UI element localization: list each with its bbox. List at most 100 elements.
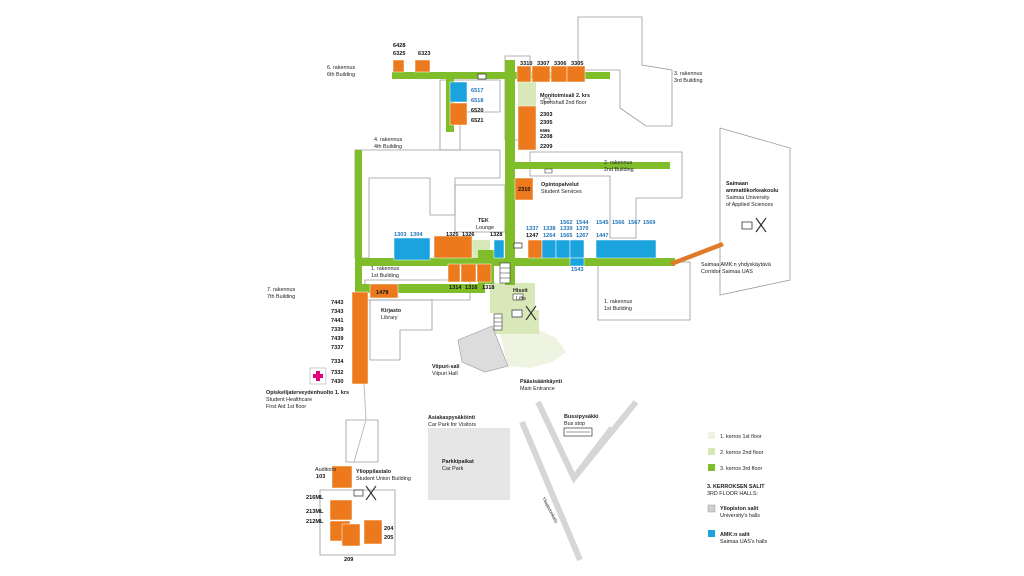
services-fi: Opintopalvelut — [541, 182, 579, 188]
room-label: 1247 — [526, 233, 538, 239]
room-label: 1264 — [543, 233, 556, 239]
room-label: 216ML — [306, 495, 324, 501]
room-label: 2209 — [540, 144, 552, 150]
cafe-icon — [513, 242, 523, 249]
tek-en: Lounge — [476, 225, 494, 231]
legend-swatch-uas — [708, 530, 715, 537]
tek-fi: TEK — [478, 218, 489, 224]
carpark-fi: Parkkipaikat — [442, 459, 474, 465]
room-label: 1447 — [596, 233, 608, 239]
room-label: 1543 — [571, 267, 583, 273]
room-label: 2208 — [540, 134, 552, 140]
legend-halls-title-en: 3RD FLOOR HALLS: — [707, 491, 758, 497]
visitorpark-en: Car Park for Visitors — [428, 422, 476, 428]
room-label: 1325 — [446, 232, 458, 238]
visitorpark-fi: Asiakaspysäköinti — [428, 415, 476, 421]
room-label: 6323 — [418, 51, 430, 57]
room-label: 1337 — [526, 226, 538, 232]
studentunion-en: Student Union Building — [356, 476, 411, 482]
viipuri-fi: Viipuri-sali — [432, 364, 460, 370]
legend-swatch-floor3 — [708, 464, 715, 471]
room-label: 1562 — [560, 220, 572, 226]
room-numbers: 6428 6325 6323 6517 6518 6520 6521 3310 … — [306, 43, 655, 563]
room-label: 1545 — [596, 220, 608, 226]
legend-floor1: 1. kerros 1st floor — [720, 434, 762, 440]
room-label: 1267 — [576, 233, 588, 239]
building-6-en: 6th Building — [327, 72, 355, 78]
entrance-fi: Pääsisäänkäynti — [520, 379, 562, 385]
lift-icon — [512, 293, 524, 301]
legend-university-fi: Yliopiston salit — [720, 506, 759, 512]
room-label: 1326 — [462, 232, 474, 238]
saimaa-line4: of Applied Sciences — [726, 202, 773, 208]
stairs-icon — [493, 313, 503, 331]
building-1-left-fi: 1. rakennus — [371, 266, 399, 272]
room-label: 1566 — [612, 220, 624, 226]
room-label: 7443 — [331, 300, 343, 306]
first-aid-icon — [309, 367, 327, 385]
corridor-link — [670, 242, 724, 266]
room-label: 6428 — [393, 43, 405, 49]
room-label: 2305 — [540, 120, 552, 126]
legend-university-en: University's halls — [720, 513, 760, 519]
corridor-fi: Saimaa AMK:n yhdyskäytävä — [701, 262, 771, 268]
building-7-fi: 7. rakennus — [267, 287, 295, 293]
busstop-fi: Bussipysäkki — [564, 414, 599, 420]
legend-uas-fi: AMK:n salit — [720, 532, 750, 538]
building-1-left-en: 1st Building — [371, 273, 399, 279]
room-label: 7332 — [331, 370, 343, 376]
carpark-en: Car Park — [442, 466, 464, 472]
entrance-en: Main Entrance — [520, 386, 555, 392]
room-label: 3305 — [571, 61, 583, 67]
room-label: 1370 — [576, 226, 588, 232]
room-label: 1314 — [449, 285, 462, 291]
room-label: 205 — [384, 535, 393, 541]
cafe-icon — [544, 168, 553, 174]
building-2-en: 2nd Building — [604, 167, 634, 173]
building-2-fi: 2. rakennus — [604, 160, 632, 166]
room-label: 2303 — [540, 112, 552, 118]
room-label: 212ML — [306, 519, 324, 525]
auditorio-fi: Auditorio — [315, 467, 336, 473]
room-label: 1478 — [376, 290, 388, 296]
saimaa-line2: ammattikorkeakoulu — [726, 188, 778, 194]
room-label: 6517 — [471, 88, 483, 94]
legend-swatch-floor1 — [708, 432, 715, 439]
room-label: 1328 — [490, 232, 502, 238]
cafe-icon — [543, 97, 551, 103]
room-label: 1565 — [560, 233, 572, 239]
restaurant-icon — [741, 217, 767, 233]
auditorio-num: 103 — [316, 474, 325, 480]
room-label: 6566 — [540, 128, 550, 133]
library-fi: Kirjasto — [381, 308, 402, 314]
saimaa-line1: Saimaan — [726, 181, 748, 187]
room-label: 6521 — [471, 118, 483, 124]
health-fi: Opiskelijaterveydenhuolto 1. krs — [266, 390, 349, 396]
viipuri-en: Viipuri Hall — [432, 371, 458, 377]
building-3-en: 3rd Building — [674, 78, 702, 84]
room-label: 7439 — [331, 336, 343, 342]
health-en2: First Aid 1st floor — [266, 404, 306, 410]
restaurant-icon — [353, 485, 377, 501]
studentunion-fi: Ylioppilastalo — [356, 469, 392, 475]
legend-uas-en: Saimaa UAS's halls — [720, 539, 767, 545]
room-label: 1544 — [576, 220, 589, 226]
uas-halls — [393, 81, 657, 267]
building-6-fi: 6. rakennus — [327, 65, 355, 71]
building-4-fi: 4. rakennus — [374, 137, 402, 143]
room-label: 7339 — [331, 327, 343, 333]
room-label: 1318 — [482, 285, 494, 291]
room-label: 1569 — [643, 220, 655, 226]
room-label: 7334 — [331, 359, 344, 365]
legend-halls-title-fi: 3. KERROKSEN SALIT — [707, 484, 765, 490]
room-label: 3307 — [537, 61, 549, 67]
legend-swatch-university — [707, 504, 716, 513]
corridor-en: Corridor Saimaa UAS — [701, 269, 753, 275]
room-label: 1567 — [628, 220, 640, 226]
cafe-icon — [477, 73, 487, 80]
viipuri-hall — [457, 325, 509, 373]
busstop-en: Bus stop — [564, 421, 585, 427]
building-1-right-en: 1st Building — [604, 306, 632, 312]
room-label: 1303 — [394, 232, 406, 238]
